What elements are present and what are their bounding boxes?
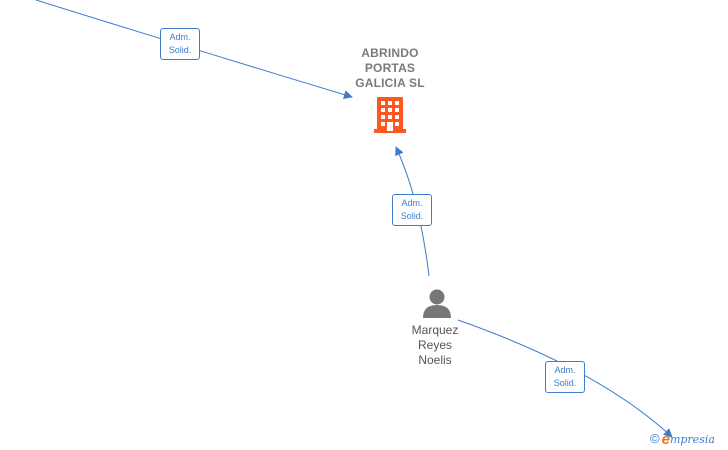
role-badge-1[interactable]: Adm. Solid. [160,28,200,60]
role-badge-3[interactable]: Adm. Solid. [545,361,585,393]
role-badge-text: Adm. Solid. [400,198,424,221]
role-badge-text: Adm. Solid. [168,32,192,55]
brand-e: e [661,430,670,448]
building-icon[interactable] [374,97,406,133]
role-badge-2[interactable]: Adm. Solid. [392,194,432,226]
copyright-icon: © [650,431,660,446]
person-icon[interactable] [421,289,453,319]
company-name[interactable]: ABRINDO PORTAS GALICIA SL [355,46,425,90]
empresia-logo: © e mpresia [650,430,715,448]
person-name[interactable]: Marquez Reyes Noelis [411,323,459,367]
role-badge-text: Adm. Solid. [553,365,577,388]
brand-name: mpresia [669,432,715,446]
